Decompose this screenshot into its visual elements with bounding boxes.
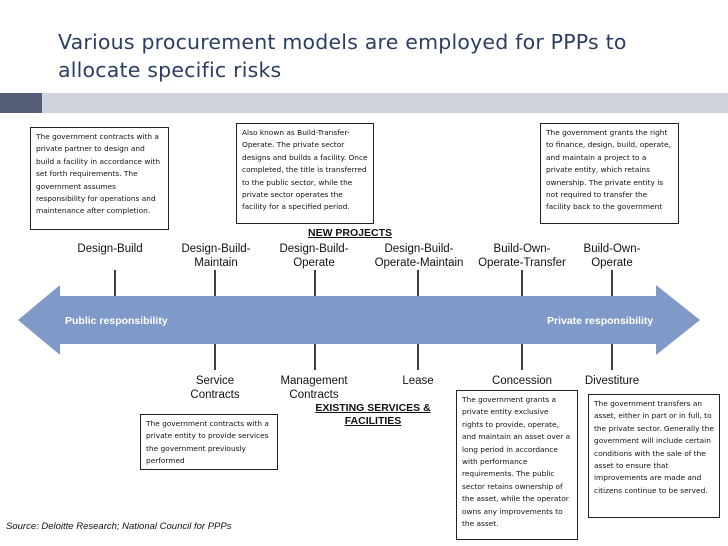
top-ticks <box>114 270 613 296</box>
model-divestiture: Divestiture <box>584 375 640 387</box>
title-underline-bar <box>0 93 728 113</box>
model-design-build-operate: Design-Build-Operate <box>279 243 349 269</box>
new-projects-heading: NEW PROJECTS <box>307 227 392 239</box>
note-concession: The government grants a private entity e… <box>456 390 578 540</box>
bottom-ticks <box>214 344 613 370</box>
note-build-own-operate: The government grants the right to finan… <box>540 123 679 224</box>
model-service-contracts: Service Contracts <box>190 375 240 401</box>
model-build-own-operate: Build-Own-Operate <box>583 243 641 269</box>
model-concession: Concession <box>491 375 553 387</box>
model-build-own-operate-transfer: Build-Own-Operate-Transfer <box>478 243 566 269</box>
public-responsibility-label: Public responsibility <box>65 315 168 327</box>
responsibility-arrow <box>18 285 700 355</box>
note-divestiture: The government transfers an asset, eithe… <box>588 394 720 518</box>
note-build-transfer-operate: Also known as Build-Transfer-Operate. Th… <box>236 123 374 224</box>
model-design-build-operate-maintain: Design-Build-Operate-Maintain <box>374 243 464 269</box>
note-service-contracts: The government contracts with a private … <box>140 414 278 470</box>
model-lease: Lease <box>402 375 434 387</box>
private-responsibility-label: Private responsibility <box>547 315 654 327</box>
title-bar-light-segment <box>42 93 728 113</box>
model-design-build-maintain: Design-Build-Maintain <box>181 243 251 269</box>
model-management-contracts: Management Contracts <box>280 375 348 401</box>
note-design-build: The government contracts with a private … <box>30 127 169 230</box>
source-citation: Source: Deloitte Research; National Coun… <box>6 521 232 532</box>
title-bar-dark-segment <box>0 93 42 113</box>
slide-title: Various procurement models are employed … <box>58 30 627 82</box>
existing-services-heading: EXISTING SERVICES & FACILITIES <box>315 402 431 427</box>
model-design-build: Design-Build <box>77 243 143 255</box>
